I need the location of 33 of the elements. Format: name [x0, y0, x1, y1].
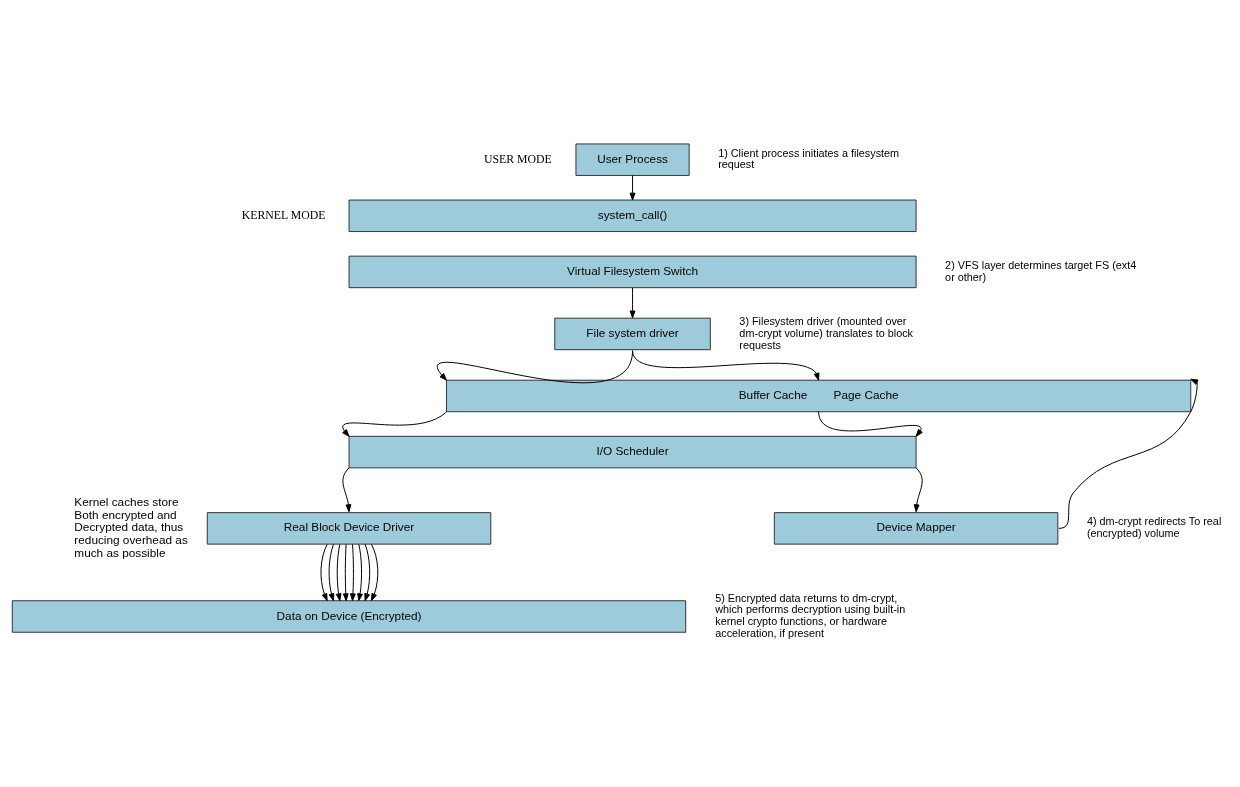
node-label: 5) Encrypted data returns to dm-crypt, which performs decryption using built-in kernel crypto functions, or hardware acceleration, if present	[715, 591, 906, 639]
arrow	[913, 466, 923, 512]
arrow	[370, 543, 379, 601]
label: Kernel caches store Both encrypted and Decrypted data, thus reducing overhead as much as possible	[74, 494, 188, 560]
node-box: User Process	[575, 142, 690, 176]
arrow	[320, 543, 328, 601]
arrow	[629, 286, 636, 318]
node-box: Buffer Cache Page Cache	[446, 379, 1192, 412]
node-box: Device Mapper	[773, 511, 1059, 545]
arrow	[1058, 378, 1199, 529]
label: USER MODE	[483, 151, 552, 166]
arrow	[328, 543, 335, 601]
node-label: 3) Filesystem driver (mounted over dm-crypt volume) translates to block requests	[739, 314, 914, 351]
node-box: system_call()	[348, 199, 917, 232]
node-label: 4) dm-crypt redirects To real (encrypted) volume	[1086, 514, 1222, 539]
arrow	[350, 543, 356, 601]
arrow	[342, 543, 349, 601]
arrow	[818, 410, 923, 437]
node-box: I/O Scheduler	[348, 435, 917, 468]
node-box: File system driver	[554, 317, 711, 350]
node-box: Virtual Filesystem Switch	[348, 255, 917, 288]
arrow	[632, 349, 820, 381]
arrow	[629, 174, 636, 201]
node-box: Data on Device (Encrypted)	[11, 599, 687, 633]
arrow	[364, 543, 371, 601]
arrow	[342, 466, 352, 512]
arrow	[335, 543, 342, 601]
arrow	[357, 543, 363, 601]
node-box: Real Block Device Driver	[206, 511, 492, 545]
label: KERNEL MODE	[241, 207, 326, 222]
arrow	[342, 410, 447, 437]
node-label: 2) VFS layer determines target FS (ext4 or other)	[945, 258, 1137, 283]
node-label: 1) Client process initiates a filesystem request	[718, 146, 900, 170]
